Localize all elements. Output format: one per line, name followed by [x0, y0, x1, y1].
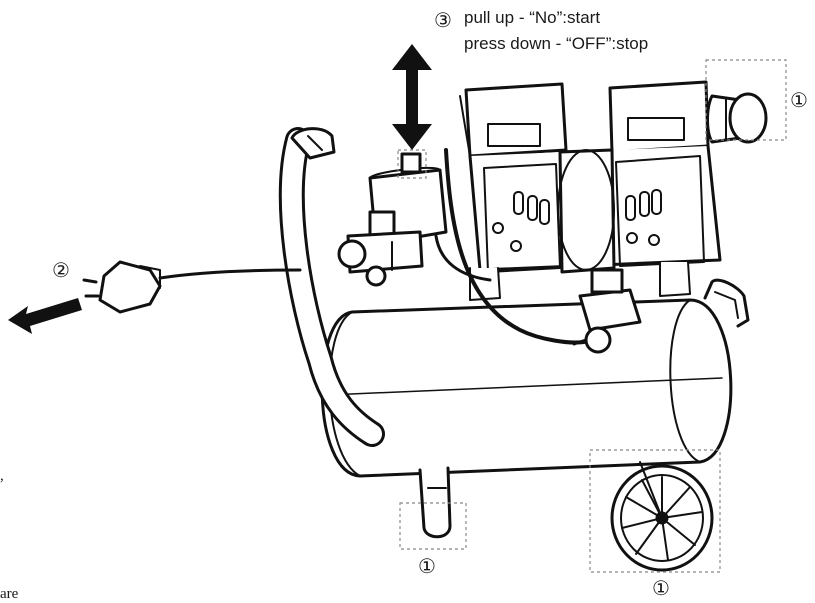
air-hose [434, 148, 586, 345]
callout-box-switch [397, 149, 427, 179]
callout-plug-number: ② [52, 258, 70, 282]
air-filter [706, 92, 768, 144]
up-down-arrow [392, 44, 432, 150]
regulator [337, 210, 424, 287]
power-cord [82, 260, 302, 314]
vent-slots [492, 189, 662, 252]
edge-fragment-bottom: are [0, 586, 19, 602]
wheel-spokes [621, 476, 703, 561]
callout-box-filter [705, 59, 787, 141]
marker-3: ③ [434, 8, 452, 32]
pump-assembly [459, 80, 722, 301]
callout-foot-number: ① [418, 554, 436, 578]
wheel [610, 461, 714, 572]
callout-filter-number: ① [790, 88, 808, 112]
carry-handle [278, 127, 385, 447]
callout-box-foot [399, 502, 467, 550]
edge-fragment-comma: , [0, 468, 4, 484]
rubber-foot [418, 466, 452, 539]
unplug-arrow [8, 298, 82, 334]
instruction-line-2: press down - “OFF”:stop [464, 34, 649, 53]
instruction-line-1: pull up - “No”:start [464, 8, 601, 27]
callout-wheel-number: ① [652, 576, 670, 600]
air-tank [320, 278, 750, 478]
solenoid-valve [572, 268, 642, 354]
